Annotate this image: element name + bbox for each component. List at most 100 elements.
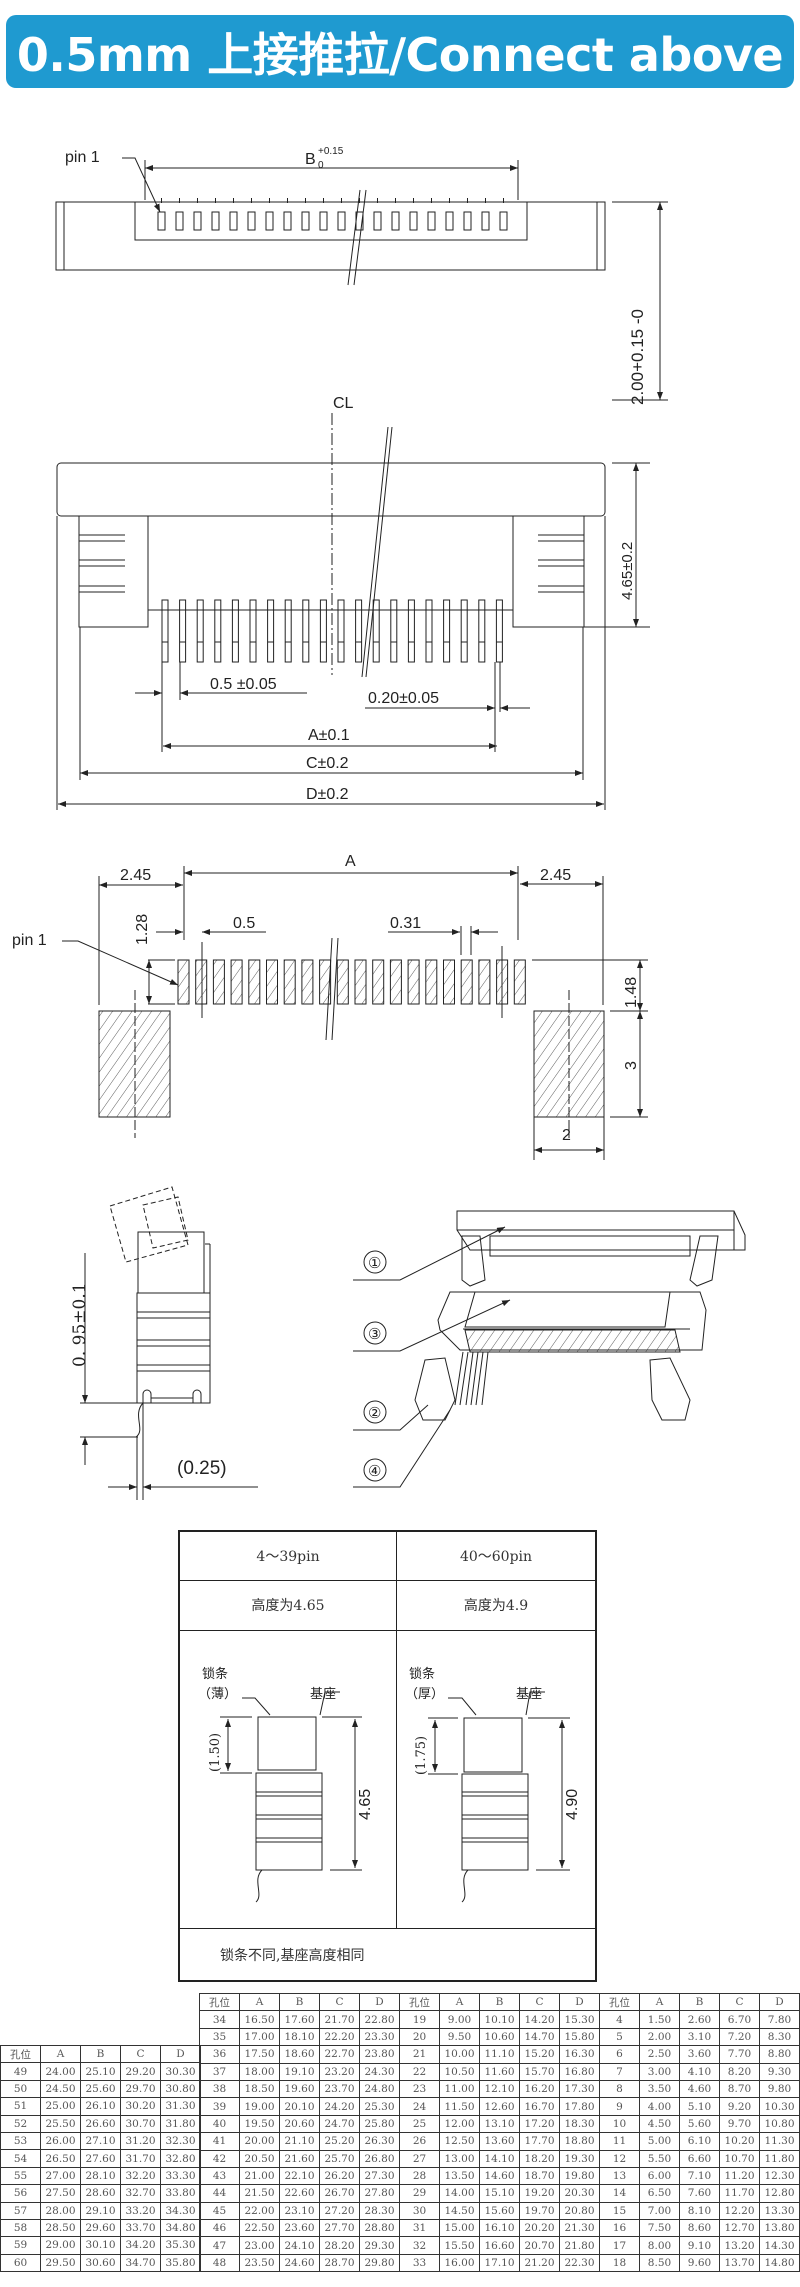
signal-pad [212, 959, 225, 1005]
column-header: A [639, 1992, 680, 2012]
table-cell: 15.70 [519, 2062, 560, 2081]
table-cell: 45 [199, 2201, 240, 2221]
table-cell: 18.00 [239, 2062, 280, 2081]
table-cell: 8.30 [759, 2027, 800, 2047]
contact-pin [391, 211, 400, 231]
table-cell: 26.10 [80, 2097, 121, 2116]
centerline-label: CL [333, 395, 354, 412]
table-cell: 21.10 [279, 2132, 320, 2151]
table-cell: 31.20 [120, 2131, 161, 2151]
table-cell: 13.00 [439, 2149, 480, 2168]
table-cell: 25 [399, 2114, 440, 2134]
table-cell: 23.00 [239, 2236, 280, 2255]
table-cell: 12.30 [759, 2166, 800, 2186]
table-cell: 23.30 [359, 2027, 400, 2047]
solder-tail [231, 599, 239, 663]
table-cell: 33.20 [120, 2201, 161, 2220]
table-cell: 2.50 [639, 2045, 680, 2064]
table-cell: 16.70 [519, 2097, 560, 2116]
table-cell: 8 [599, 2079, 640, 2099]
table-cell: 18.50 [239, 2079, 280, 2099]
table-cell: 28 [399, 2166, 440, 2186]
table-cell: 55 [0, 2166, 41, 2186]
table-cell: 19.30 [559, 2149, 600, 2168]
top-view: B +0.15 0 pin 1 2.00+0.15 -0 [55, 146, 668, 405]
table-cell: 32.30 [160, 2131, 201, 2151]
table-cell: 26.70 [319, 2184, 360, 2203]
table-cell: 2.00 [639, 2027, 680, 2047]
table-cell: 4.60 [679, 2079, 720, 2099]
spec-col2-height: 高度为4.9 [463, 1598, 529, 1614]
contact-pin [247, 211, 256, 231]
table-cell: 23 [399, 2079, 440, 2099]
signal-pad [336, 959, 349, 1005]
table-cell: 11 [599, 2132, 640, 2151]
table-cell: 36 [199, 2045, 240, 2064]
table-cell: 15 [599, 2201, 640, 2221]
solder-tail [390, 599, 398, 663]
table-cell: 24.20 [319, 2097, 360, 2116]
table-cell: 21.30 [559, 2219, 600, 2238]
solder-tail [179, 599, 187, 663]
svg-text:4.65: 4.65 [357, 1789, 374, 1820]
table-cell: 23.70 [319, 2079, 360, 2099]
table-cell: 8.20 [719, 2062, 760, 2081]
table-cell: 10.80 [759, 2114, 800, 2134]
table-cell: 13 [599, 2166, 640, 2186]
callout-2: ② [353, 1400, 429, 1431]
table-cell: 8.70 [719, 2079, 760, 2099]
table-cell: 18.20 [519, 2149, 560, 2168]
table-cell: 4.10 [679, 2062, 720, 2081]
table-cell: 20.20 [519, 2219, 560, 2238]
solder-tail [495, 599, 503, 663]
table-cell: 27.20 [319, 2201, 360, 2221]
spec-drawings: 锁条 （薄） 基座 (1.50) 4.65 锁条 （厚） 基座 [198, 1666, 581, 1903]
cover [56, 462, 606, 517]
table-cell: 15.50 [439, 2236, 480, 2255]
column-header: B [80, 2044, 121, 2064]
table-cell: 29.10 [80, 2201, 121, 2220]
table-cell: 6.70 [719, 2010, 760, 2029]
table-cell: 25.10 [80, 2062, 121, 2081]
table-cell: 18.80 [559, 2132, 600, 2151]
table-cell: 13.30 [759, 2201, 800, 2221]
table-cell: 16.00 [439, 2253, 480, 2273]
table-cell: 20.70 [519, 2236, 560, 2255]
table-cell: 18 [599, 2253, 640, 2273]
table-cell: 24.70 [319, 2114, 360, 2134]
table-cell: 49 [0, 2062, 41, 2081]
table-cell: 33.80 [160, 2184, 201, 2203]
signal-pad [372, 959, 385, 1005]
svg-text:锁条: 锁条 [202, 1666, 228, 1682]
fp-pad-length: 1.28 [134, 914, 151, 945]
column-header: 孔位 [399, 1992, 440, 2012]
table-cell: 26.30 [359, 2132, 400, 2151]
table-cell: 28.30 [359, 2201, 400, 2221]
contact-pin [337, 211, 346, 231]
signal-pad [425, 959, 438, 1005]
contact-pin [463, 211, 472, 231]
column-header: A [439, 1992, 480, 2012]
table-cell: 24 [399, 2097, 440, 2116]
exploded-view: ① ③ ② ④ [353, 1210, 746, 1488]
signal-pad [513, 959, 526, 1005]
solder-tail [284, 599, 292, 663]
table-cell: 4 [599, 2010, 640, 2029]
height-spec-box: 4～39pin 40～60pin 高度为4.65 高度为4.9 锁条 （薄） 基… [178, 1530, 597, 1982]
table-cell: 16.30 [559, 2045, 600, 2064]
table-cell: 11.80 [759, 2149, 800, 2168]
table-cell: 22.10 [279, 2166, 320, 2186]
fp-anchor-width: 2 [562, 1127, 571, 1144]
table-cell: 29.50 [40, 2253, 81, 2273]
table-cell: 34.80 [160, 2218, 201, 2238]
latch-left [414, 1357, 456, 1421]
